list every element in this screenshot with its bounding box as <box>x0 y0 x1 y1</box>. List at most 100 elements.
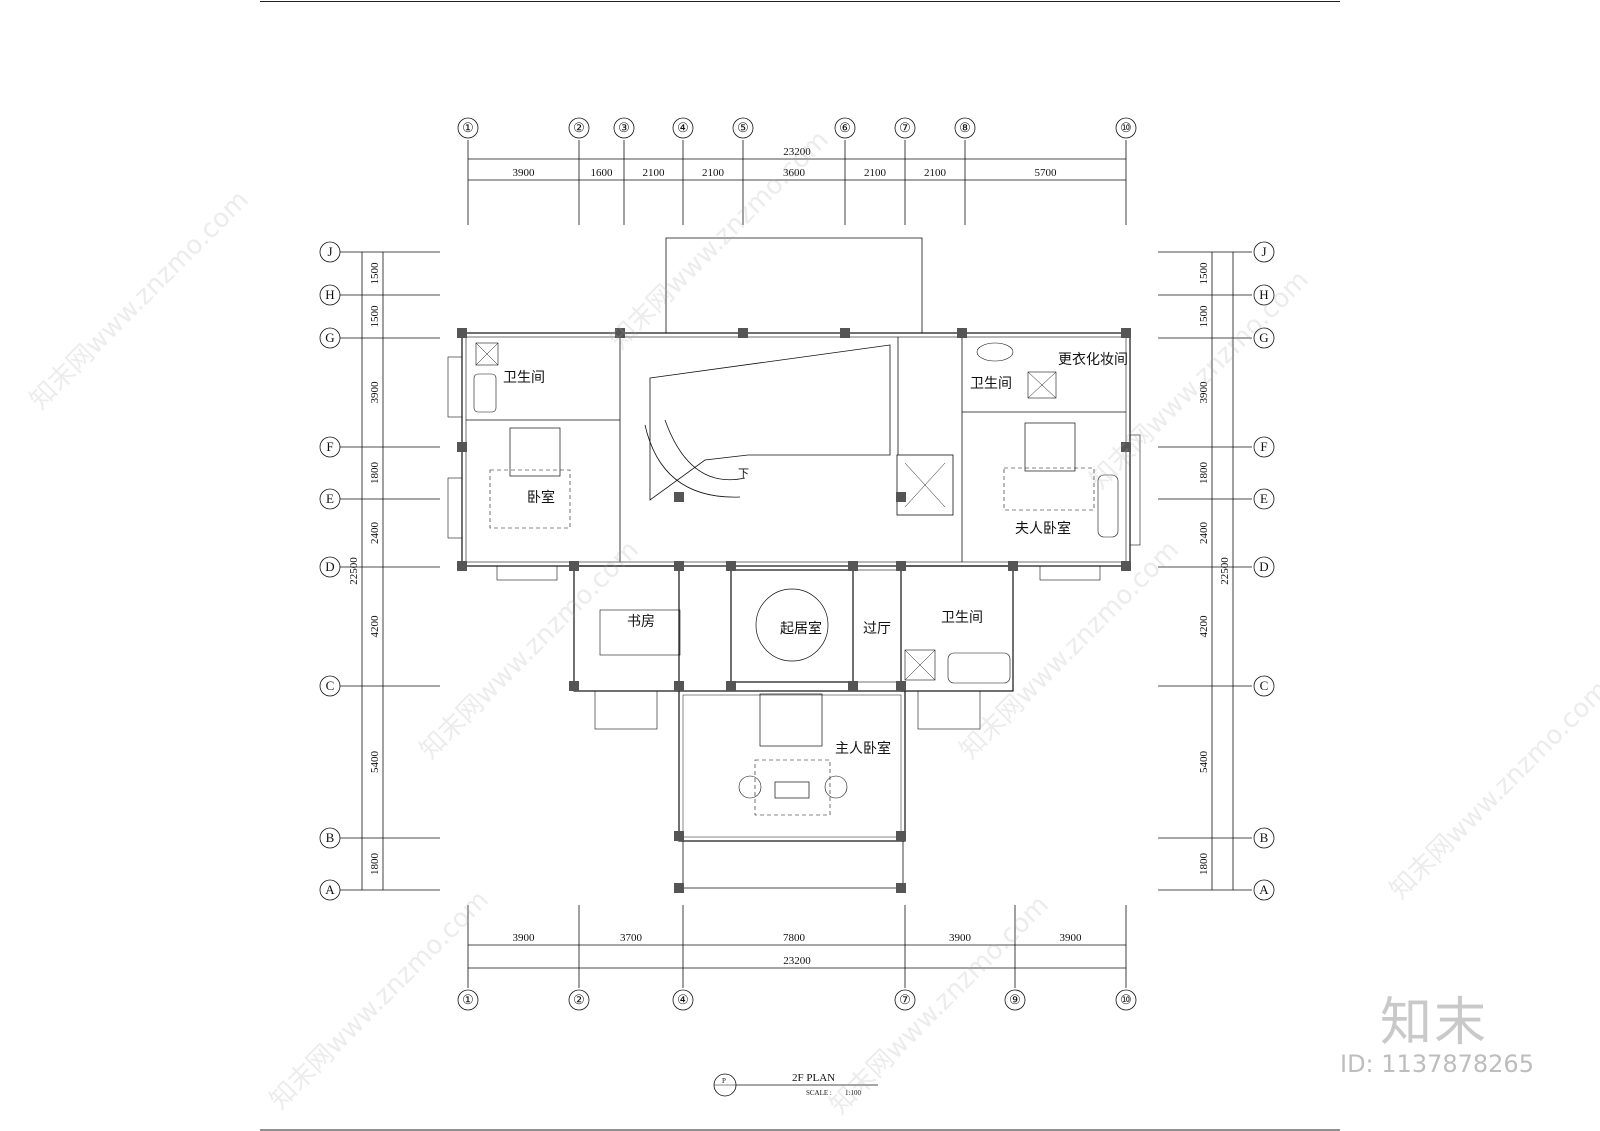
top-grid-label: ③ <box>618 120 630 135</box>
bottom-dim: 3900 <box>513 932 536 944</box>
rug-left <box>489 469 571 529</box>
column <box>457 328 467 338</box>
column <box>1121 328 1131 338</box>
watermark-id: ID: 1137878265 <box>1340 1050 1534 1078</box>
column <box>840 328 850 338</box>
armchair-left <box>738 775 762 799</box>
column <box>848 561 858 571</box>
column <box>896 561 906 571</box>
left-total-dim: 22500 <box>348 557 360 585</box>
top-terrace <box>665 237 923 333</box>
right-row-label-bubble <box>1253 879 1275 901</box>
right-dim: 2400 <box>1198 522 1210 545</box>
right-row-label: G <box>1259 330 1268 345</box>
room-label-study: 书房 <box>627 614 655 630</box>
shower-left <box>475 342 499 366</box>
stair-down-label: 下 <box>738 468 749 480</box>
top-grid-label-bubble <box>457 117 479 139</box>
top-grid-label-bubble <box>613 117 635 139</box>
right-row-label: A <box>1259 882 1269 897</box>
left-row-label: E <box>326 491 334 506</box>
right-row-label-bubble <box>1253 327 1275 349</box>
top-grid-label-bubble <box>834 117 856 139</box>
top-dim: 2100 <box>702 167 725 179</box>
room-label-dressing: 更衣化妆间 <box>1058 352 1128 368</box>
stair-curve <box>664 419 746 481</box>
scale-label: SCALE : <box>806 1089 832 1097</box>
column <box>674 831 684 841</box>
right-row-label: E <box>1260 491 1268 506</box>
right-row-label-bubble <box>1253 488 1275 510</box>
room-label-bath-left: 卫生间 <box>503 370 545 386</box>
stair-curve-outer <box>644 424 741 498</box>
left-dim: 1500 <box>369 262 381 285</box>
column <box>896 831 906 841</box>
column <box>569 681 579 691</box>
column <box>896 681 906 691</box>
right-row-label-bubble <box>1253 241 1275 263</box>
room-label-bath-right: 卫生间 <box>970 376 1012 392</box>
title-symbol-text: P <box>722 1077 726 1085</box>
elevator <box>896 454 954 516</box>
bathtub-right <box>1097 474 1119 538</box>
left-row-label: A <box>325 882 335 897</box>
top-grid-label: ⑦ <box>899 120 911 135</box>
bay-left-top <box>447 356 463 418</box>
right-dim: 1500 <box>1198 262 1210 285</box>
right-dim: 1800 <box>1198 853 1210 876</box>
armchair-right <box>824 775 848 799</box>
bay-left-bottom <box>447 477 463 539</box>
round-tub-right <box>976 342 1014 362</box>
master-table <box>774 781 810 799</box>
room-label-bedroom-left: 卧室 <box>527 489 555 506</box>
column <box>457 561 467 571</box>
title-block: P 2F PLAN SCALE : 1:100 <box>713 1072 878 1097</box>
top-grid-label: ⑥ <box>839 120 851 135</box>
top-grid-label-bubble <box>1115 117 1137 139</box>
left-row-label-bubble <box>319 879 341 901</box>
balcony-right <box>1039 565 1101 581</box>
bottom-grid-label: ④ <box>677 992 689 1007</box>
right-total-dim: 22500 <box>1219 557 1231 585</box>
bottom-dim: 3900 <box>1060 932 1083 944</box>
bottom-grid-label: ⑨ <box>1009 992 1021 1007</box>
bottom-grid-label-bubble <box>894 989 916 1011</box>
column <box>569 561 579 571</box>
top-dim: 2100 <box>864 167 887 179</box>
top-total-dim: 23200 <box>783 146 811 158</box>
right-dim: 5400 <box>1198 751 1210 774</box>
center-balcony <box>917 690 981 730</box>
bathtub-center <box>947 652 1011 684</box>
study-balcony <box>594 690 658 730</box>
top-dim: 2100 <box>643 167 666 179</box>
left-row-label: C <box>326 678 335 693</box>
right-row-label: H <box>1259 287 1268 302</box>
column <box>457 442 467 452</box>
left-dim: 1800 <box>369 853 381 876</box>
column <box>738 328 748 338</box>
column <box>674 492 684 502</box>
room-labels: 卫生间 卧室 卫生间 更衣化妆间 夫人卧室 书房 起居室 过厅 卫生间 主人卧室… <box>503 352 1128 757</box>
column <box>726 681 736 691</box>
top-grid-label-bubble <box>672 117 694 139</box>
right-row-label-bubble <box>1253 827 1275 849</box>
column <box>1121 561 1131 571</box>
left-row-label: J <box>327 244 332 259</box>
shower-center <box>904 649 936 681</box>
left-row-label-bubble <box>319 327 341 349</box>
top-grid-label-bubble <box>954 117 976 139</box>
top-grid-label: ① <box>462 120 474 135</box>
right-dim: 1800 <box>1198 462 1210 485</box>
column <box>957 328 967 338</box>
room-label-master-bedroom: 主人卧室 <box>835 740 891 757</box>
column <box>1008 561 1018 571</box>
scale-value: 1:100 <box>845 1089 861 1097</box>
rug-right <box>1003 467 1095 511</box>
left-dim: 3900 <box>369 381 381 404</box>
bay-right <box>1129 434 1141 546</box>
column <box>848 681 858 691</box>
left-row-label: H <box>325 287 334 302</box>
left-row-label: F <box>326 439 333 454</box>
top-grid-label-bubble <box>894 117 916 139</box>
